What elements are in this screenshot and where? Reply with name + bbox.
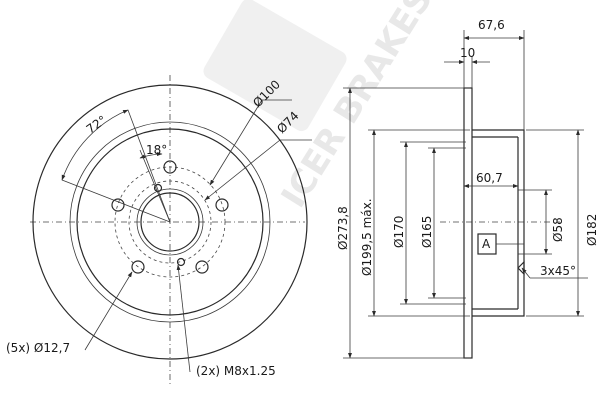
threaded-holes-label: (2x) M8x1.25 bbox=[196, 364, 276, 378]
datum-label: A bbox=[482, 237, 491, 251]
hub-depth-label: 60,7 bbox=[476, 171, 503, 185]
bolt-hole bbox=[215, 198, 229, 212]
dia-273-label: Ø273,8 bbox=[336, 206, 350, 250]
front-view: 72° 18° Ø100 Ø74 (5x) Ø12,7 (2x) M8x1.25 bbox=[6, 75, 312, 385]
bolt-hole bbox=[111, 198, 125, 212]
width-total-label: 67,6 bbox=[478, 18, 505, 32]
bolt-hole bbox=[163, 160, 177, 174]
disc-outer-edge bbox=[32, 84, 308, 360]
dia-165-label: Ø165 bbox=[420, 216, 434, 248]
threaded-hole bbox=[176, 257, 186, 267]
center-bore bbox=[140, 192, 200, 252]
watermark-logo: ICER BRAKES bbox=[203, 0, 441, 215]
bolt-hole bbox=[131, 260, 145, 274]
flange-thk-label: 10 bbox=[460, 46, 475, 60]
dia-182-label: Ø182 bbox=[585, 214, 599, 246]
angle-72-label: 72° bbox=[84, 113, 109, 137]
angle-72-arc bbox=[61, 109, 129, 181]
disc-friction-inner bbox=[69, 121, 271, 323]
chamfer-label: 3x45° bbox=[540, 264, 576, 278]
disc-flange bbox=[463, 87, 473, 359]
dia-199-label: Ø199,5 máx. bbox=[360, 198, 374, 276]
hat-outer bbox=[76, 128, 264, 316]
bolt-holes bbox=[111, 160, 229, 274]
center-bore-chamfer bbox=[136, 188, 204, 256]
angle-18-arc bbox=[139, 152, 163, 159]
pcd-circle bbox=[114, 166, 226, 278]
dia-170-label: Ø170 bbox=[392, 216, 406, 248]
dia-58-label: Ø58 bbox=[551, 217, 565, 242]
threaded-hole bbox=[153, 183, 163, 193]
bolt-holes-label: (5x) Ø12,7 bbox=[6, 341, 70, 355]
angle-18-label: 18° bbox=[146, 143, 167, 157]
thread-circle bbox=[128, 180, 212, 264]
bolt-hole bbox=[195, 260, 209, 274]
side-view: A 67,6 10 60,7 3x45° Ø273,8 bbox=[336, 18, 599, 359]
hat-body bbox=[472, 129, 525, 317]
